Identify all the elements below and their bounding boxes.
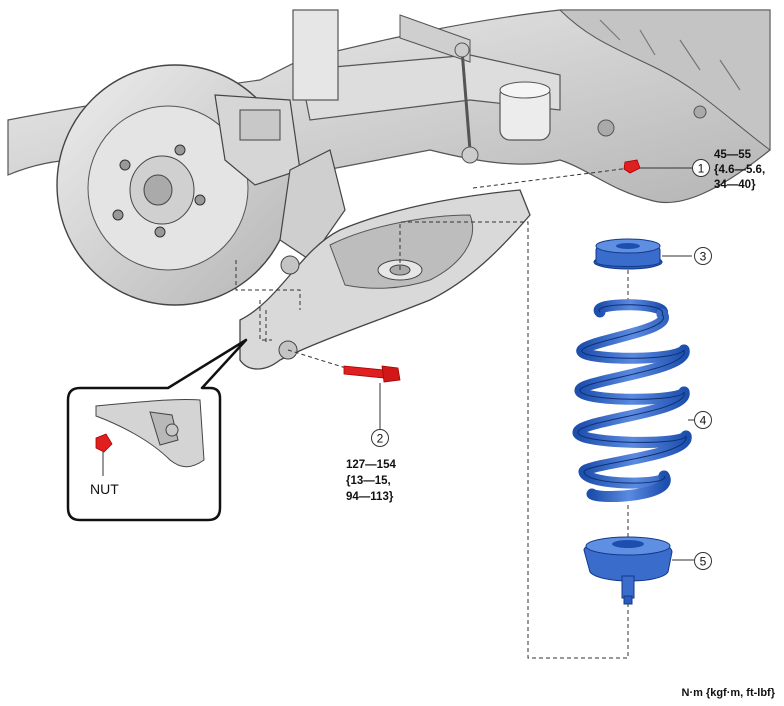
- callout-leaders: [640, 167, 694, 561]
- torque-2-line-2: {13—15,: [346, 475, 391, 487]
- callout-3: 3: [694, 247, 712, 265]
- callout-2: 2: [371, 429, 389, 447]
- torque-1-line-2: {4.6—5.6,: [714, 164, 765, 176]
- callout-number-2: 2: [377, 432, 384, 446]
- torque-1-line-3: 34—40}: [714, 179, 756, 191]
- nut-1: [623, 159, 641, 174]
- nut-label: NUT: [90, 481, 119, 497]
- shock-bushing: [499, 81, 551, 141]
- brake-caliper: [214, 94, 301, 186]
- lower-spring-seat: [583, 536, 673, 605]
- bolt-2: [343, 365, 401, 430]
- torque-spec-2: 127—154 {13—15, 94—113}: [346, 459, 396, 503]
- upper-control-arm: [292, 9, 561, 164]
- callout-number-3: 3: [700, 250, 707, 264]
- nut-detail-inset: NUT: [66, 338, 248, 522]
- callout-4: 4: [694, 411, 712, 429]
- upper-spring-seat: [593, 238, 663, 270]
- torque-1-line-1: 45—55: [714, 149, 752, 161]
- rear-knuckle: [279, 149, 346, 261]
- callout-number-4: 4: [700, 414, 707, 428]
- callout-number-5: 5: [700, 555, 707, 569]
- callout-1: 1: [692, 159, 710, 177]
- coil-spring-outline: [577, 304, 687, 484]
- callout-number-1: 1: [698, 162, 705, 176]
- torque-2-line-3: 94—113}: [346, 491, 394, 503]
- callout-5: 5: [694, 552, 712, 570]
- torque-2-line-1: 127—154: [346, 459, 396, 471]
- torque-spec-1: 45—55 {4.6—5.6, 34—40}: [714, 149, 765, 191]
- torque-units-note: N·m {kgf·m, ft-lbf}: [682, 687, 776, 699]
